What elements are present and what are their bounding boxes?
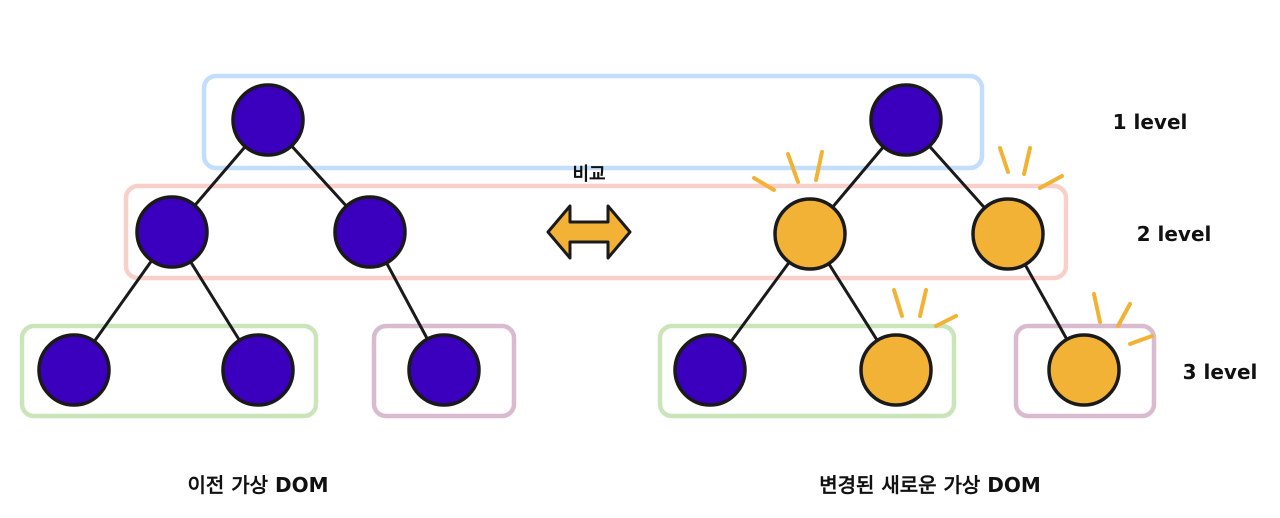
new-level2-node-right-changed: [971, 197, 1045, 271]
level1-box: [201, 73, 985, 171]
change-highlight-rays: [752, 146, 1154, 346]
rays-new-level3-middle: [892, 288, 958, 328]
new-level3-node-1: [673, 333, 747, 407]
old-level3-node-3: [407, 333, 481, 407]
new-level3-node-3-changed: [1047, 333, 1121, 407]
level2-label: 2 level: [1137, 222, 1212, 246]
level3-label: 3 level: [1183, 360, 1258, 384]
new-level3-node-2-changed: [859, 333, 933, 407]
level2-box: [123, 183, 1069, 281]
old-tree-label: 이전 가상 DOM: [187, 473, 328, 497]
level3-box-new-left: [657, 323, 957, 419]
level1-label: 1 level: [1113, 110, 1188, 134]
level3-box-old-left: [19, 323, 319, 419]
compare-arrow-icon: [546, 204, 632, 260]
level3-box-old-right: [371, 323, 517, 419]
old-level3-node-1: [37, 333, 111, 407]
old-level2-node-right: [333, 195, 407, 269]
level3-box-new-right: [1013, 323, 1157, 419]
new-tree-label: 변경된 새로운 가상 DOM: [819, 473, 1041, 497]
rays-new-level2-right: [998, 146, 1064, 190]
compare-label: 비교: [572, 164, 605, 185]
new-root-node: [869, 83, 943, 157]
old-level3-node-2: [221, 333, 295, 407]
old-level2-node-left: [135, 195, 209, 269]
old-root-node: [231, 83, 305, 157]
rays-new-level3-right: [1092, 292, 1154, 346]
rays-new-level2-left: [752, 150, 824, 192]
new-tree: [673, 83, 1121, 407]
old-tree: [37, 83, 481, 407]
new-level2-node-left-changed: [773, 197, 847, 271]
